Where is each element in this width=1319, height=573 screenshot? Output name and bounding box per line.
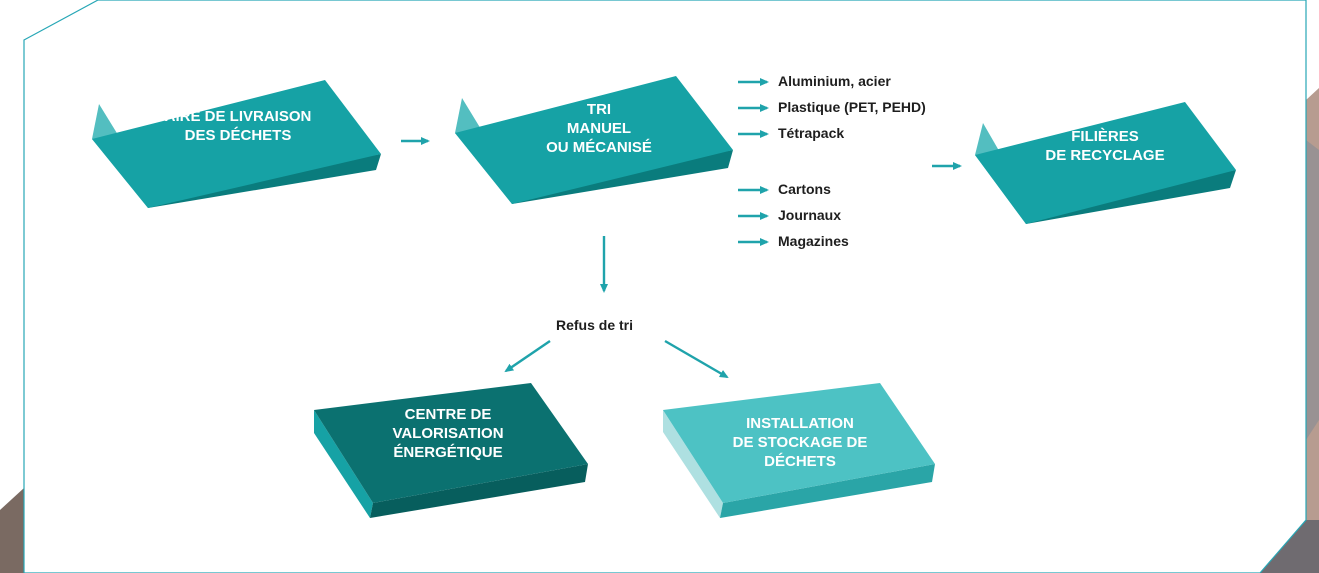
box-stockage (663, 383, 935, 518)
material-label-cartons: Cartons (778, 181, 831, 197)
box-tri-top-face (455, 76, 733, 204)
material-label-tetrapack: Tétrapack (778, 125, 845, 141)
box-stockage-top-face (663, 383, 935, 503)
material-label-journaux: Journaux (778, 207, 842, 223)
box-stockage-left-face (663, 410, 723, 518)
box-stockage-label: INSTALLATION DE STOCKAGE DE DÉCHETS (732, 415, 868, 470)
box-stockage-front-face (720, 464, 935, 518)
box-livraison-label: AIRE DE LIVRAISON DES DÉCHETS (164, 108, 312, 144)
box-valorisation (314, 383, 588, 518)
refus-de-tri-label: Refus de tri (556, 317, 634, 333)
box-livraison-top-face (92, 80, 381, 208)
box-filieres-label: FILIÈRES DE RECYCLAGE (1045, 128, 1165, 164)
box-filieres (975, 102, 1236, 224)
box-livraison (92, 80, 381, 208)
material-label-magazines: Magazines (778, 233, 849, 249)
box-valorisation-top-face (314, 383, 588, 503)
box-valorisation-left-face (314, 410, 373, 518)
material-label-plastique: Plastique (PET, PEHD) (778, 99, 926, 115)
arrows (401, 78, 962, 379)
box-tri (455, 76, 733, 204)
arrow-icon (504, 340, 551, 373)
box-valorisation-label: CENTRE DE VALORISATION ÉNERGÉTIQUE (392, 406, 504, 461)
box-filieres-top-face (975, 102, 1236, 224)
box-tri-label: TRI MANUEL OU MÉCANISÉ (546, 101, 652, 156)
material-label-aluminium: Aluminium, acier (778, 73, 891, 89)
box-valorisation-front-face (370, 464, 588, 518)
background-photo-fragments (0, 88, 1319, 573)
arrow-icon (664, 339, 729, 379)
